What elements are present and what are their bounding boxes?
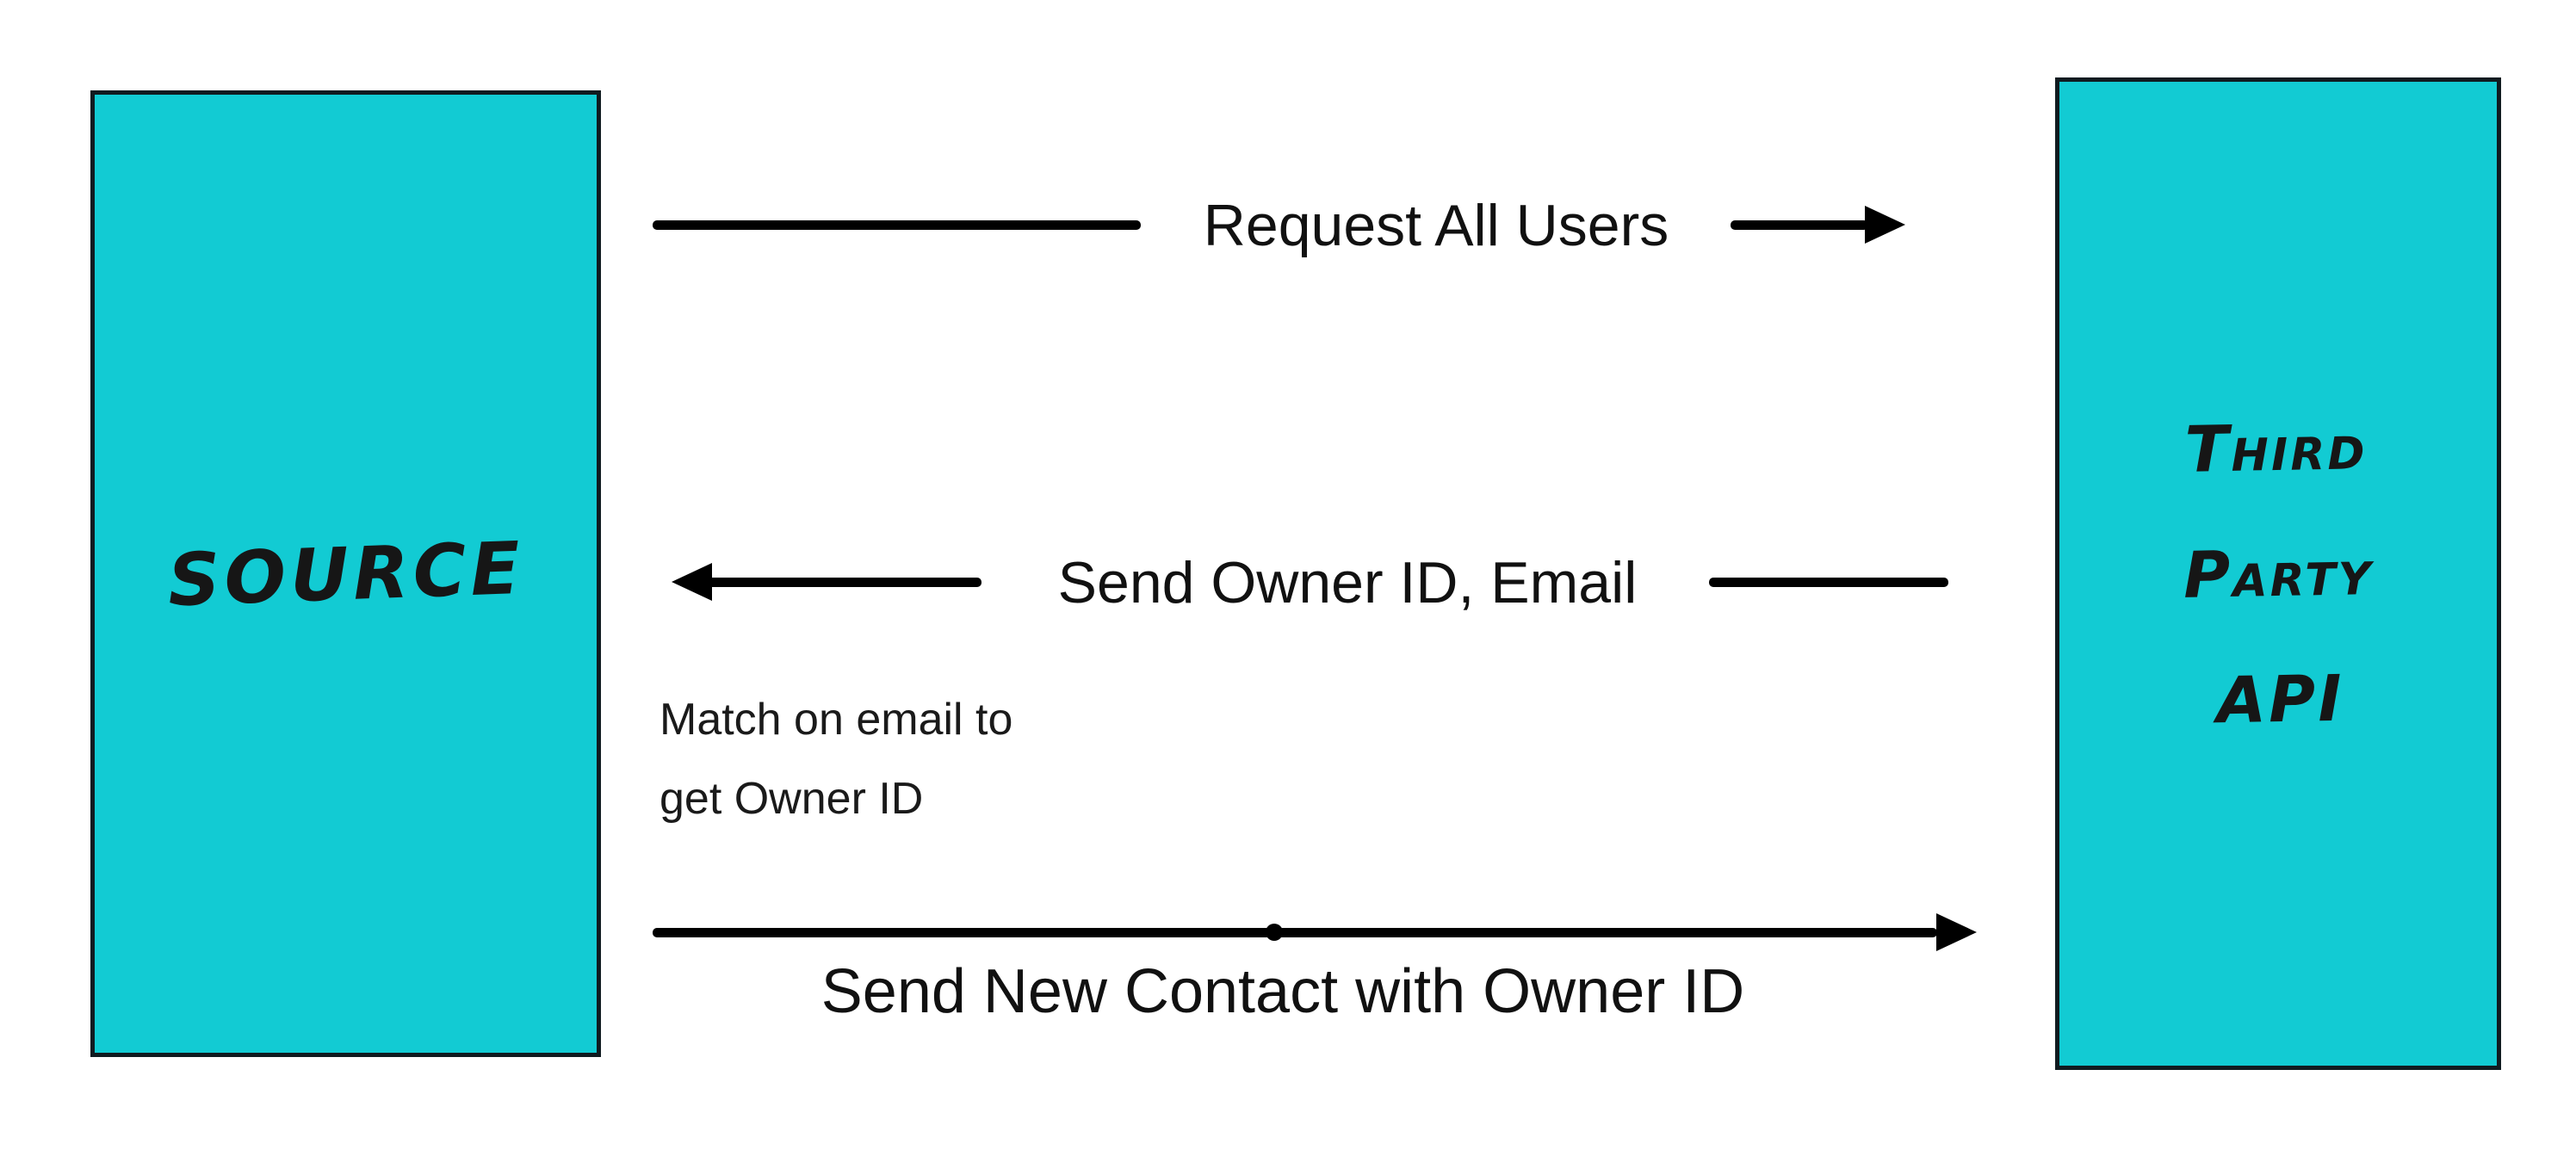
match-note-line2: get Owner ID [659,774,924,824]
third-party-label-line1: Third [2183,409,2368,487]
third-party-api-box: Third Party API [2055,77,2501,1070]
third-party-label-line2: Party [2183,535,2374,613]
match-note: Match on email to get Owner ID [659,680,1012,838]
source-box-label: SOURCE [165,525,525,622]
send-contact-arrowhead-right-icon [1936,913,1977,951]
send-contact-label: Send New Contact with Owner ID [820,957,1745,1026]
send-owner-arrow-line-left [708,578,981,587]
request-users-arrow-line-left [653,220,1141,230]
third-party-api-label: Third Party API [2180,384,2376,764]
send-owner-label: Send Owner ID, Email [1045,549,1650,616]
request-users-label: Request All Users [1191,192,1681,259]
match-note-line1: Match on email to [659,695,1013,745]
send-contact-arrow-line [653,928,1937,937]
source-box: SOURCE [90,90,601,1057]
send-contact-joint-dot-icon [1266,924,1283,941]
third-party-label-line3: API [2215,661,2345,738]
send-owner-arrowhead-left-icon [672,563,712,601]
request-users-arrow-line-right [1731,220,1868,230]
send-owner-arrow-line-right [1709,578,1948,587]
request-users-arrowhead-right-icon [1865,206,1905,244]
